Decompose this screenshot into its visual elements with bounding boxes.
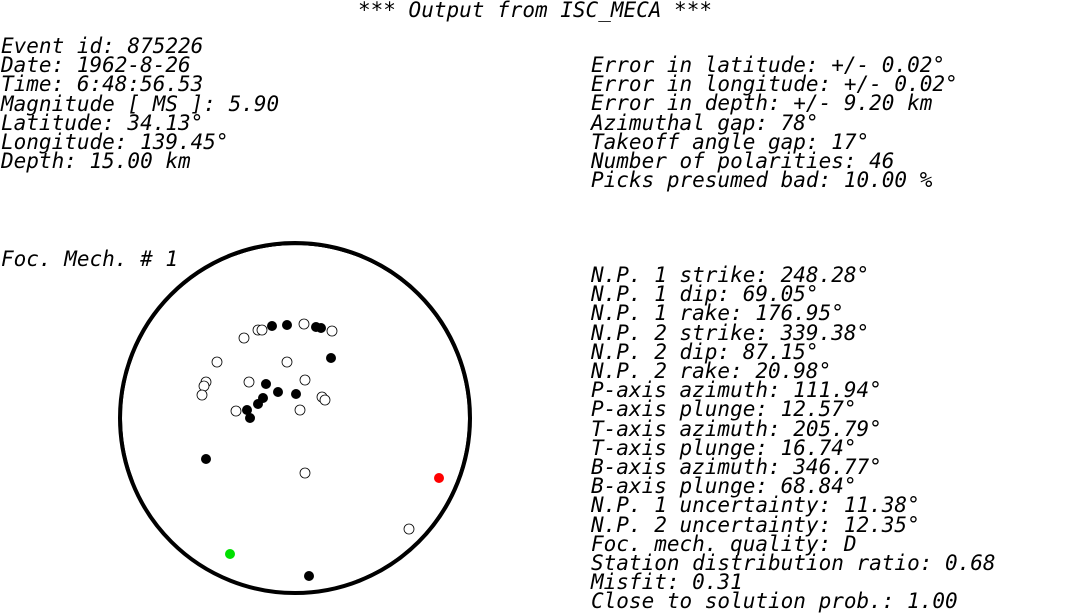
event-info-line: Time: 6:48:56.53	[1, 72, 204, 97]
dilatation-marker	[299, 467, 311, 479]
alternative-nodal-plane	[229, 243, 470, 581]
compression-marker	[245, 413, 255, 423]
mechanism-param-line: Close to solution prob.: 1.00	[591, 589, 958, 613]
dilatation-marker	[198, 380, 210, 392]
alternative-nodal-plane	[120, 243, 426, 536]
mechanism-param-line: P-axis azimuth: 111.94°	[591, 378, 882, 403]
polarity-markers	[196, 318, 444, 581]
dilatation-marker	[281, 356, 293, 368]
page-title: *** Output from ISC_MECA ***	[357, 0, 712, 22]
compression-marker	[304, 571, 314, 581]
alternative-nodal-plane	[120, 243, 462, 473]
dilatation-marker	[319, 394, 331, 406]
dilatation-marker	[230, 405, 242, 417]
nodal-plane-2	[232, 243, 470, 584]
dilatation-marker	[256, 324, 268, 336]
alternative-nodal-plane	[120, 243, 470, 437]
dilatation-marker	[243, 376, 255, 388]
dilatation-marker	[294, 404, 306, 416]
mechanism-param-line: N.P. 1 strike: 248.28°	[591, 263, 870, 287]
mechanism-param-line: N.P. 2 dip: 87.15°	[591, 339, 819, 364]
compression-marker	[326, 353, 336, 363]
alternative-nodal-plane	[120, 243, 448, 506]
mechanism-param-line: T-axis plunge: 16.74°	[591, 435, 857, 460]
dilatation-marker	[298, 318, 310, 330]
error-info-line: Error in longitude: +/- 0.02°	[591, 72, 958, 97]
stereonet-circle	[118, 241, 472, 595]
alternative-nodal-plane	[120, 243, 467, 455]
compression-marker	[273, 387, 283, 397]
error-info-line: Picks presumed bad: 10.00 %	[591, 168, 933, 193]
alternative-nodal-plane	[120, 243, 441, 517]
error-info-line: Error in depth: +/- 9.20 km	[591, 91, 933, 116]
p-axis-marker	[434, 473, 444, 483]
alternative-nodal-plane	[120, 243, 468, 449]
alternative-nodal-plane	[252, 243, 470, 589]
compression-marker	[282, 320, 292, 330]
dilatation-marker	[326, 325, 338, 337]
event-info-line: Depth: 15.00 km	[1, 149, 191, 174]
mechanism-param-line: P-axis plunge: 12.57°	[591, 397, 857, 422]
alternative-nodal-plane	[246, 243, 470, 587]
event-info-line: Longitude: 139.45°	[1, 130, 229, 155]
error-info-line: Number of polarities: 46	[591, 149, 895, 174]
mechanism-label: Foc. Mech. # 1	[1, 247, 179, 271]
alternative-nodal-plane	[234, 243, 470, 583]
alternative-nodal-plane	[120, 243, 430, 531]
compression-marker	[242, 405, 252, 415]
alternative-nodal-plane	[120, 243, 438, 522]
alternative-nodal-plane	[191, 243, 470, 561]
alternative-nodal-plane	[258, 243, 470, 590]
event-info-line: Magnitude [ MS ]: 5.90	[1, 91, 280, 116]
mechanism-param-line: B-axis plunge: 68.84°	[591, 474, 857, 499]
mechanism-param-line: Misfit: 0.31	[591, 570, 743, 595]
alternative-nodal-plane	[229, 243, 470, 581]
alternative-nodal-plane	[270, 243, 470, 592]
alternative-nodal-plane	[264, 243, 470, 591]
compression-marker	[253, 399, 263, 409]
compression-marker	[316, 323, 326, 333]
error-info-list: Error in latitude: +/- 0.02°Error in lon…	[591, 53, 958, 193]
compression-marker	[267, 321, 277, 331]
compression-marker	[201, 454, 211, 464]
error-info-line: Error in latitude: +/- 0.02°	[591, 53, 946, 77]
mechanism-param-line: Foc. mech. quality: D	[591, 531, 857, 556]
compression-marker	[261, 379, 271, 389]
mechanism-param-line: N.P. 2 rake: 20.98°	[591, 359, 832, 384]
mechanism-param-line: B-axis azimuth: 346.77°	[591, 455, 882, 480]
alternative-nodal-plane	[120, 243, 464, 467]
mechanism-params-list: N.P. 1 strike: 248.28°N.P. 1 dip: 69.05°…	[591, 263, 996, 613]
error-info-line: Takeoff angle gap: 17°	[591, 129, 870, 154]
event-info-line: Date: 1962-8-26	[1, 53, 191, 78]
dilatation-marker	[403, 523, 415, 535]
alternative-nodal-plane	[120, 243, 444, 512]
dilatation-marker	[299, 374, 311, 386]
mechanism-param-line: N.P. 1 dip: 69.05°	[591, 282, 819, 307]
mechanism-param-line: N.P. 1 rake: 176.95°	[591, 301, 844, 326]
dilatation-marker	[211, 356, 223, 368]
alternative-nodal-plane	[120, 243, 434, 527]
mechanism-param-line: Station distribution ratio: 0.68	[591, 551, 996, 576]
dilatation-marker	[238, 332, 250, 344]
alternative-nodal-plane	[240, 243, 470, 585]
mechanism-param-line: N.P. 2 strike: 339.38°	[591, 320, 870, 345]
mechanism-param-line: T-axis azimuth: 205.79°	[591, 416, 882, 441]
mechanism-param-line: N.P. 1 uncertainty: 11.38°	[591, 493, 920, 518]
event-info-line: Event id: 875226	[1, 34, 204, 58]
mechanism-param-line: N.P. 2 uncertainty: 12.35°	[591, 512, 920, 537]
error-info-line: Azimuthal gap: 78°	[591, 110, 819, 135]
dilatation-marker	[196, 389, 208, 401]
t-axis-marker	[225, 549, 235, 559]
alternative-nodal-plane	[276, 243, 470, 593]
alternative-nodal-plane	[120, 243, 466, 461]
alternative-nodal-plane	[196, 243, 470, 564]
alternative-nodal-plane	[201, 243, 470, 567]
event-info-line: Latitude: 34.13°	[1, 110, 204, 135]
compression-marker	[291, 389, 301, 399]
alternative-nodal-plane	[120, 243, 451, 501]
alternative-nodal-plane	[120, 243, 469, 443]
